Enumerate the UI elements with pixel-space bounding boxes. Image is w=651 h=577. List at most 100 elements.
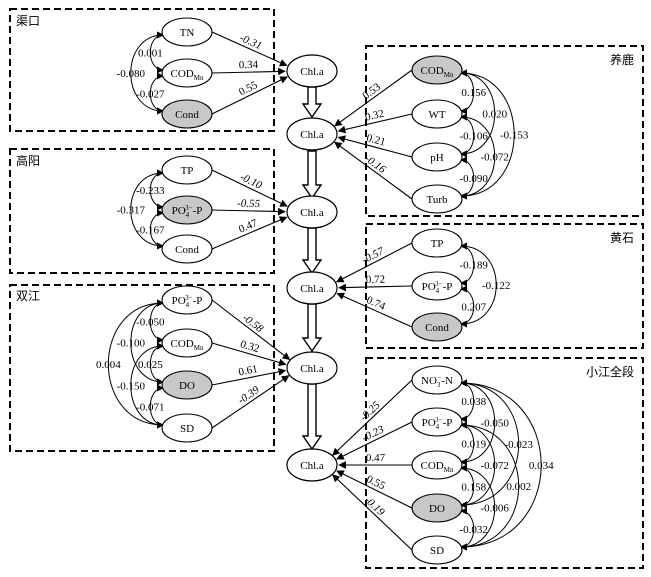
correlation-value: -0.050 bbox=[136, 317, 165, 329]
svg-text:PO43−-P: PO43−-P bbox=[172, 294, 203, 309]
correlation-value: -0.233 bbox=[136, 185, 165, 197]
correlation-value: 0.156 bbox=[461, 87, 486, 99]
correlation-value: -0.072 bbox=[480, 460, 508, 472]
node-cod-mn: CODMn bbox=[411, 55, 463, 85]
svg-text:Chl.a: Chl.a bbox=[300, 207, 324, 219]
node-tn: TN bbox=[161, 17, 213, 47]
path-arrow-cond bbox=[211, 216, 288, 250]
svg-text:CODMn: CODMn bbox=[421, 65, 454, 79]
svg-text:NO3−-N: NO3−-N bbox=[421, 374, 453, 389]
svg-text:Cond: Cond bbox=[425, 322, 449, 334]
group-xiaojiang: -0.25-0.230.470.55-0.190.0380.0190.158-0… bbox=[332, 365, 554, 565]
path-arrow-ph bbox=[337, 135, 413, 158]
correlation-curve bbox=[460, 464, 496, 551]
correlation-value: -0.027 bbox=[136, 89, 165, 101]
node-cod-mn: CODMn bbox=[161, 58, 213, 88]
correlation-value: -0.080 bbox=[117, 68, 146, 80]
svg-text:CODMn: CODMn bbox=[421, 460, 454, 474]
group-box-qukou bbox=[9, 8, 275, 132]
svg-text:Chl.a: Chl.a bbox=[300, 283, 324, 295]
node-po4-p: PO43−-P bbox=[411, 407, 463, 437]
group-label-xiaojiang: 小江全段 bbox=[586, 364, 634, 379]
svg-text:SD: SD bbox=[180, 423, 194, 435]
correlation-curve bbox=[130, 31, 164, 115]
path-arrow-turb bbox=[334, 141, 413, 200]
correlation-curve bbox=[130, 299, 164, 386]
thick-arrow-5 bbox=[301, 383, 323, 451]
path-arrow-cod-mn bbox=[211, 67, 286, 76]
correlation-curve bbox=[460, 379, 496, 466]
node-cond: Cond bbox=[161, 234, 213, 264]
chl-node-6: Chl.a bbox=[286, 448, 338, 482]
correlation-value: -0.032 bbox=[459, 524, 487, 536]
path-arrow-po4-p bbox=[336, 421, 413, 460]
path-coefficient: 0.32 bbox=[239, 338, 261, 355]
chl-node-4: Chl.a bbox=[286, 271, 338, 305]
correlation-value: -0.317 bbox=[117, 205, 146, 217]
group-label-yanglu: 养鹿 bbox=[610, 52, 634, 67]
svg-text:PO43−-P: PO43−-P bbox=[422, 416, 453, 431]
path-coefficient: 0.61 bbox=[238, 363, 259, 379]
path-arrow-tp bbox=[335, 242, 413, 283]
node-tp: TP bbox=[411, 228, 463, 258]
node-sd: SD bbox=[411, 535, 463, 565]
node-sd: SD bbox=[161, 413, 213, 443]
group-label-shuangjiang: 双江 bbox=[16, 289, 40, 303]
correlation-value: 0.038 bbox=[461, 396, 486, 408]
correlation-value: -0.071 bbox=[136, 402, 164, 414]
node-wt: WT bbox=[411, 99, 463, 129]
svg-text:Chl.a: Chl.a bbox=[300, 66, 324, 78]
path-arrow-cond bbox=[336, 292, 413, 328]
chl-node-label: Chl.a bbox=[300, 66, 324, 78]
svg-text:Chl.a: Chl.a bbox=[300, 363, 324, 375]
chl-node-2: Chl.a bbox=[286, 117, 338, 151]
path-arrow-po4-p bbox=[338, 283, 413, 292]
path-coefficient: 0.21 bbox=[365, 132, 387, 149]
group-label-qukou: 渠口 bbox=[16, 14, 40, 28]
svg-text:TP: TP bbox=[431, 238, 444, 250]
path-coefficient: 0.47 bbox=[237, 217, 260, 236]
correlation-curve bbox=[108, 299, 164, 429]
path-arrow-cod-mn bbox=[211, 342, 287, 367]
svg-text:Cond: Cond bbox=[175, 109, 199, 121]
path-arrow-wt bbox=[337, 113, 413, 134]
correlation-value: -0.072 bbox=[480, 152, 508, 164]
correlation-value: 0.207 bbox=[461, 302, 486, 314]
svg-text:pH: pH bbox=[430, 152, 444, 164]
chl-node-1: Chl.a bbox=[286, 54, 338, 88]
path-coefficient: 0.47 bbox=[366, 452, 386, 464]
path-coefficient: 0.72 bbox=[366, 274, 386, 286]
correlation-curve bbox=[460, 69, 515, 200]
group-box-huangshi bbox=[365, 223, 644, 349]
correlation-value: 0.001 bbox=[138, 48, 163, 60]
correlation-value: 0.002 bbox=[506, 481, 531, 493]
thick-arrow-2 bbox=[301, 150, 323, 200]
correlation-value: 0.020 bbox=[482, 109, 507, 121]
node-tp: TP bbox=[161, 155, 213, 185]
correlation-value: 0.004 bbox=[96, 359, 121, 371]
path-arrow-po4-p bbox=[211, 207, 286, 216]
path-arrow-sd bbox=[211, 375, 290, 429]
path-coefficient: 0.34 bbox=[239, 59, 259, 71]
svg-text:DO: DO bbox=[429, 503, 445, 515]
group-label-huangshi: 黄石 bbox=[610, 231, 634, 245]
chl-a-column: Chl.a Chl.a Chl.a Chl.a Chl.a Chl.a bbox=[286, 54, 338, 482]
thick-arrow-3 bbox=[301, 227, 323, 275]
node-turb: Turb bbox=[411, 184, 463, 214]
path-arrow-sd bbox=[332, 474, 413, 551]
path-coefficient: -0.55 bbox=[237, 198, 261, 211]
chl-node-label: Chl.a bbox=[300, 460, 324, 472]
path-arrow-tn bbox=[211, 31, 288, 67]
correlation-value: -0.100 bbox=[117, 338, 146, 350]
correlation-value: -0.106 bbox=[459, 131, 488, 143]
correlation-curve bbox=[460, 69, 496, 158]
correlation-value: -0.189 bbox=[459, 260, 488, 272]
group-huangshi: -0.570.720.74-0.1890.207-0.122TPPO43−-PC… bbox=[335, 228, 510, 342]
chl-node-label: Chl.a bbox=[300, 207, 324, 219]
group-qukou: -0.310.340.550.001-0.027-0.080TNCODMnCon… bbox=[117, 17, 288, 129]
correlation-value: 0.034 bbox=[529, 460, 554, 472]
path-arrow-do bbox=[336, 470, 413, 509]
svg-text:SD: SD bbox=[430, 545, 444, 557]
correlation-curve bbox=[130, 342, 164, 429]
